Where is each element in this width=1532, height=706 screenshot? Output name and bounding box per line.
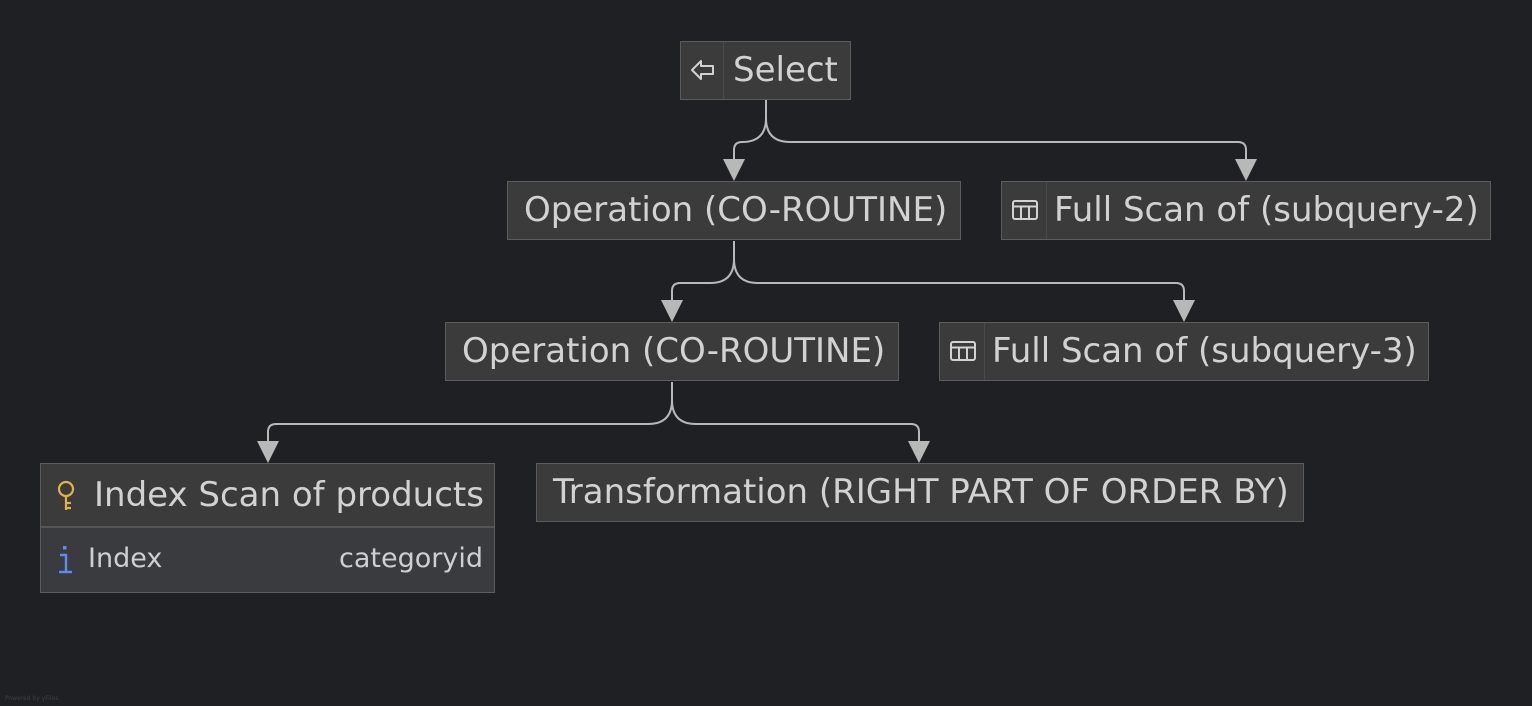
property-key: Index <box>88 543 163 574</box>
edge-op2-index <box>267 382 673 444</box>
select-node[interactable]: Select <box>680 41 851 100</box>
edge-op1-op2 <box>671 241 735 303</box>
arrowhead-op1 <box>723 159 745 181</box>
watermark: Powered by yFiles <box>5 695 59 702</box>
edge-select-scan2 <box>765 100 1247 162</box>
transformation-label: Transformation (RIGHT PART OF ORDER BY) <box>553 472 1289 512</box>
operation-node-2[interactable]: Operation (CO-ROUTINE) <box>445 322 899 381</box>
info-icon <box>59 546 72 574</box>
operation-label: Operation (CO-ROUTINE) <box>524 190 948 230</box>
edge-select-op1 <box>733 100 767 162</box>
index-scan-node[interactable]: Index Scan of products Index categoryid <box>40 463 495 593</box>
operation-node-1[interactable]: Operation (CO-ROUTINE) <box>507 181 961 240</box>
arrowhead-transform <box>908 441 930 463</box>
edge-op2-transform <box>671 382 920 444</box>
property-value: categoryid <box>339 543 483 574</box>
key-icon <box>57 480 75 510</box>
transformation-node[interactable]: Transformation (RIGHT PART OF ORDER BY) <box>536 463 1304 522</box>
full-scan-label: Full Scan of (subquery-3) <box>992 331 1417 371</box>
edge-op1-scan3 <box>733 241 1185 303</box>
select-arrow-icon <box>681 42 724 99</box>
arrowhead-op2 <box>661 300 683 322</box>
operation-label: Operation (CO-ROUTINE) <box>462 331 886 371</box>
index-property-row: Index categoryid <box>41 528 494 592</box>
index-scan-header: Index Scan of products <box>41 464 494 528</box>
arrowhead-scan2 <box>1235 159 1257 181</box>
index-scan-label: Index Scan of products <box>94 475 484 515</box>
select-label: Select <box>733 50 838 90</box>
table-icon <box>1002 182 1047 239</box>
table-icon <box>940 323 985 380</box>
full-scan-label: Full Scan of (subquery-2) <box>1054 190 1479 230</box>
full-scan-node-subquery-3[interactable]: Full Scan of (subquery-3) <box>939 322 1429 381</box>
arrowhead-index <box>257 441 279 463</box>
arrowhead-scan3 <box>1173 300 1195 322</box>
full-scan-node-subquery-2[interactable]: Full Scan of (subquery-2) <box>1001 181 1491 240</box>
